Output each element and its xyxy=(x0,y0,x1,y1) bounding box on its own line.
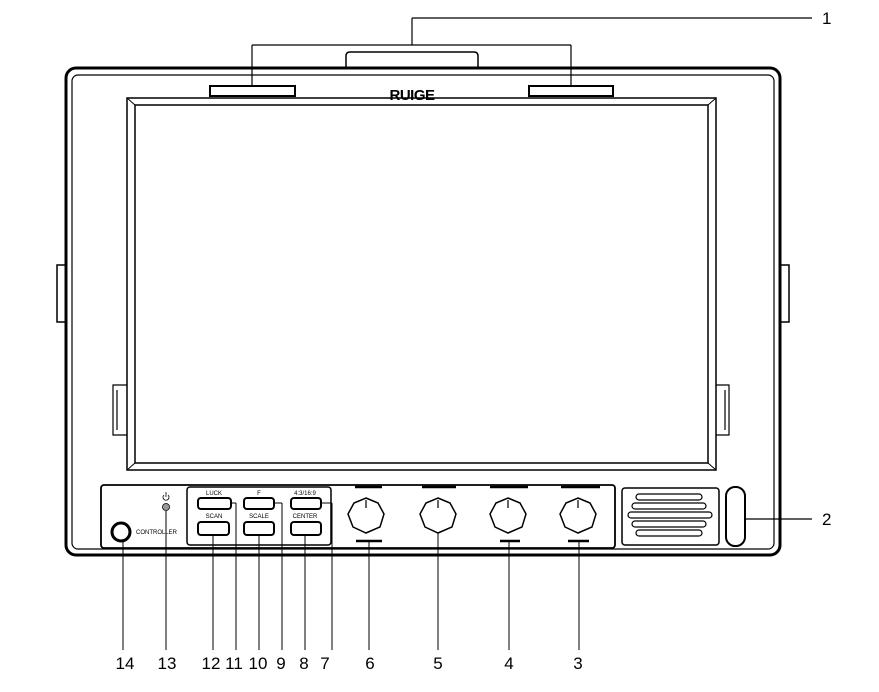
callout-7: 7 xyxy=(320,654,329,673)
top-handle xyxy=(345,51,479,68)
right-bracket xyxy=(716,384,730,436)
top-right-tab xyxy=(528,85,614,97)
aspect-button[interactable] xyxy=(290,497,322,510)
callout-12: 12 xyxy=(202,654,221,673)
right-handle xyxy=(725,486,746,547)
luck-button[interactable] xyxy=(197,497,232,510)
scan-button[interactable] xyxy=(197,521,230,536)
callout-3: 3 xyxy=(573,654,582,673)
screen-corner-lines xyxy=(126,97,717,471)
f-button[interactable] xyxy=(243,497,275,510)
callout-1-leader xyxy=(251,17,812,85)
callout-1: 1 xyxy=(822,9,831,28)
controller-label: CONTROLLER xyxy=(136,530,178,536)
callout-11: 11 xyxy=(225,654,243,673)
monitor-body xyxy=(64,66,782,557)
aspect-label: 4:3/16:9 xyxy=(294,491,316,497)
scale-button[interactable] xyxy=(243,521,275,536)
knob-6[interactable] xyxy=(347,485,385,543)
power-led xyxy=(162,503,170,511)
scale-label: SCALE xyxy=(249,514,269,520)
brand-logo: RUIGE xyxy=(389,87,435,104)
luck-label: LUCK xyxy=(206,491,222,497)
screen xyxy=(134,104,709,464)
callout-9: 9 xyxy=(276,654,285,673)
screen-frame xyxy=(126,97,717,471)
callout-14: 14 xyxy=(116,654,135,673)
callout-10: 10 xyxy=(249,654,268,673)
center-button[interactable] xyxy=(290,521,322,536)
knob-5[interactable] xyxy=(419,485,457,534)
bottom-leaders xyxy=(122,502,580,650)
callout-8: 8 xyxy=(299,654,308,673)
center-label: CENTER xyxy=(293,514,318,520)
control-panel xyxy=(100,484,616,549)
top-left-tab xyxy=(209,85,296,97)
callout-4: 4 xyxy=(504,654,513,673)
f-label: F xyxy=(257,491,261,497)
power-icon xyxy=(162,492,170,501)
speaker-grille xyxy=(621,487,720,546)
callout-2: 2 xyxy=(822,510,831,529)
callout-13: 13 xyxy=(158,654,177,673)
left-bracket xyxy=(112,384,127,436)
bottom-callouts: 14 13 12 11 10 9 8 7 6 5 4 3 xyxy=(116,654,583,673)
scan-label: SCAN xyxy=(206,514,223,520)
callout-5: 5 xyxy=(433,654,442,673)
knob-3[interactable] xyxy=(559,485,600,543)
callout-6: 6 xyxy=(365,654,374,673)
monitor-bezel xyxy=(71,74,775,550)
knob-4[interactable] xyxy=(489,485,528,543)
controller-jack[interactable] xyxy=(110,521,132,543)
